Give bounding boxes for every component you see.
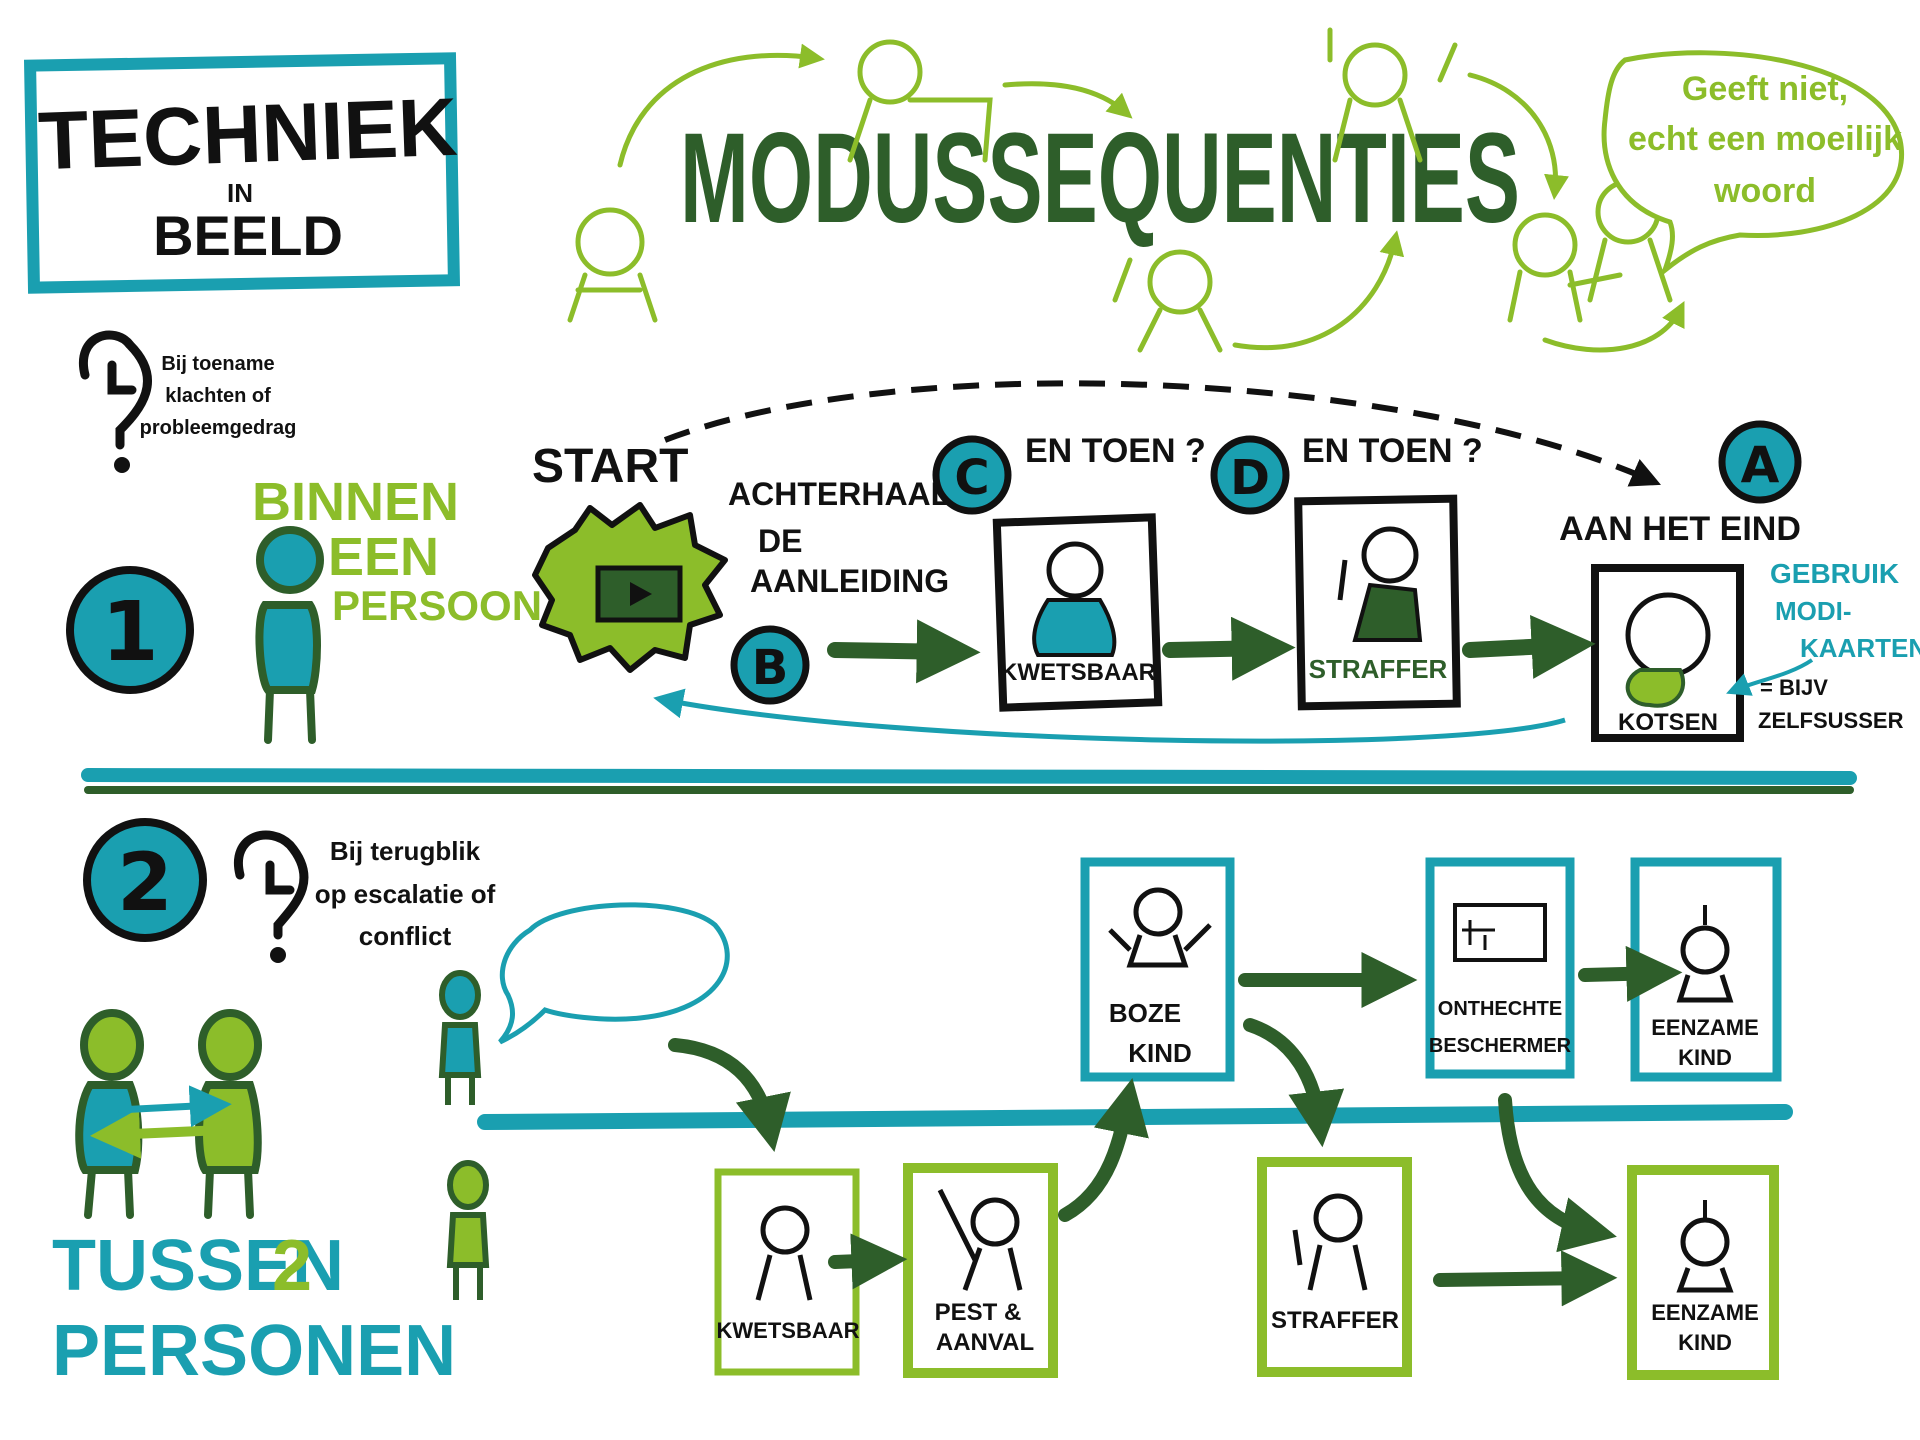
card-eenzame-top-line1: EENZAME bbox=[1651, 1015, 1759, 1040]
card-boze-kind-line2: KIND bbox=[1128, 1038, 1192, 1068]
s1-note-line2: klachten of bbox=[165, 385, 271, 407]
section-1-number: 1 bbox=[101, 585, 158, 680]
timeline bbox=[477, 1104, 1793, 1130]
card-boze-kind-line1: BOZE bbox=[1109, 998, 1181, 1028]
s2-scope-line2: PERSONEN bbox=[52, 1311, 456, 1391]
s1-scope-line2: EEN bbox=[328, 527, 439, 587]
step-c-letter: C bbox=[954, 450, 989, 506]
s1-flow-arrows bbox=[827, 614, 1596, 684]
card-pest-line1: PEST & bbox=[935, 1299, 1022, 1326]
s1-note-line1: Bij toename bbox=[161, 353, 274, 375]
step-d-letter: D bbox=[1230, 450, 1270, 506]
step-c-badge: C bbox=[932, 435, 1012, 515]
empty-speech-bubble bbox=[498, 902, 730, 1045]
step-d-label: EN TOEN ? bbox=[1302, 432, 1483, 470]
title-box-line3: BEELD bbox=[153, 204, 343, 267]
s1-note2-line1: GEBRUIK bbox=[1770, 558, 1899, 589]
title-box: TECHNIEK IN BEELD bbox=[23, 52, 461, 294]
s1-note2-line3: KAARTEN bbox=[1800, 633, 1920, 663]
section-1-badge: 1 bbox=[66, 566, 194, 694]
s2-note-line2: op escalatie of bbox=[315, 879, 496, 909]
card-eenzame-kind-bottom: EENZAME KIND bbox=[1627, 1165, 1779, 1380]
card-kwetsbaar-s1: KWETSBAAR bbox=[992, 513, 1163, 712]
section-2-badge: 2 bbox=[83, 818, 207, 942]
title-box-line2: IN bbox=[227, 178, 253, 208]
card-straffer-s1-label: STRAFFER bbox=[1309, 654, 1448, 684]
card-eenzame-bottom-line1: EENZAME bbox=[1651, 1300, 1759, 1325]
two-persons-icon bbox=[75, 1009, 262, 1219]
title-box-line1: TECHNIEK bbox=[37, 82, 459, 188]
s1-note2-line4: = BIJV bbox=[1760, 675, 1828, 700]
clock-question-icon bbox=[78, 330, 152, 473]
s1-note2-line5: ZELFSUSSER bbox=[1758, 708, 1904, 733]
s2-note-line1: Bij terugblik bbox=[330, 836, 481, 866]
card-straffer-s2: STRAFFER bbox=[1257, 1157, 1412, 1377]
video-play-icon bbox=[595, 565, 683, 623]
step-a-letter: A bbox=[1741, 436, 1780, 494]
card-boze-kind: BOZE KIND bbox=[1080, 857, 1235, 1082]
card-eenzame-top-line2: KIND bbox=[1678, 1045, 1732, 1070]
timeline-persons bbox=[438, 970, 490, 1300]
step-b-badge: B bbox=[730, 625, 810, 705]
s2-scope-num: 2 bbox=[272, 1226, 312, 1306]
step-b-line1: ACHTERHAAL bbox=[728, 476, 950, 512]
step-c-label: EN TOEN ? bbox=[1025, 432, 1206, 470]
card-kotsen: KOTSEN bbox=[1591, 564, 1744, 742]
s1-scope-line1: BINNEN bbox=[252, 472, 459, 532]
card-kwetsbaar-s1-label: KWETSBAAR bbox=[1000, 659, 1156, 686]
step-b-line2: DE bbox=[758, 523, 802, 559]
title-decoration bbox=[567, 27, 1685, 353]
card-pest-line2: AANVAL bbox=[936, 1329, 1034, 1356]
card-kwetsbaar-s2-label: KWETSBAAR bbox=[717, 1318, 860, 1343]
step-a-badge: A bbox=[1718, 420, 1802, 504]
start-label: START bbox=[532, 440, 688, 493]
step-a-label: AAN HET EIND bbox=[1559, 510, 1801, 548]
main-title: MODUSSEQUENTIES bbox=[680, 107, 1520, 250]
s1-return-arrow bbox=[653, 688, 1566, 744]
card-onthechte-line1: ONTHECHTE bbox=[1438, 998, 1562, 1020]
s1-scope-line3: PERSOON bbox=[332, 582, 542, 629]
step-b-line3: AANLEIDING bbox=[750, 563, 949, 599]
speech-bubble-line3: woord bbox=[1713, 172, 1816, 210]
step-d-badge: D bbox=[1210, 435, 1290, 515]
card-onthechte-beschermer: ONTHECHTE BESCHERMER bbox=[1425, 857, 1575, 1079]
card-kotsen-label: KOTSEN bbox=[1618, 709, 1718, 736]
card-straffer-s2-label: STRAFFER bbox=[1271, 1307, 1399, 1334]
card-straffer-s1: STRAFFER bbox=[1294, 494, 1461, 711]
clock-question-icon-2 bbox=[233, 830, 309, 963]
s2-note-line3: conflict bbox=[359, 921, 452, 951]
speech-bubble-line2: echt een moeilijk bbox=[1628, 120, 1902, 158]
note-arrow bbox=[1726, 658, 1814, 696]
speech-bubble-line1: Geeft niet, bbox=[1682, 70, 1848, 108]
section-divider bbox=[81, 768, 1857, 794]
s1-note-line3: probleemgedrag bbox=[140, 417, 297, 439]
card-eenzame-bottom-line2: KIND bbox=[1678, 1330, 1732, 1355]
card-kwetsbaar-s2: KWETSBAAR bbox=[714, 1168, 860, 1376]
s2-flow-arrows bbox=[668, 945, 1683, 1307]
single-person-icon bbox=[255, 526, 324, 744]
speech-bubble: Geeft niet, echt een moeilijk woord bbox=[1601, 50, 1905, 278]
section-1: Bij toename klachten of probleemgedrag 1… bbox=[66, 330, 1920, 744]
section-2-number: 2 bbox=[117, 836, 173, 929]
card-onthechte-line2: BESCHERMER bbox=[1429, 1035, 1572, 1057]
s1-note2-line2: MODI- bbox=[1775, 596, 1852, 626]
s2-scope-line1: TUSSEN bbox=[52, 1226, 344, 1306]
card-pest-aanval: PEST & AANVAL bbox=[903, 1163, 1058, 1378]
step-b-letter: B bbox=[752, 640, 789, 696]
section-2: 2 Bij terugblik op escalatie of conflict… bbox=[52, 818, 1793, 1391]
